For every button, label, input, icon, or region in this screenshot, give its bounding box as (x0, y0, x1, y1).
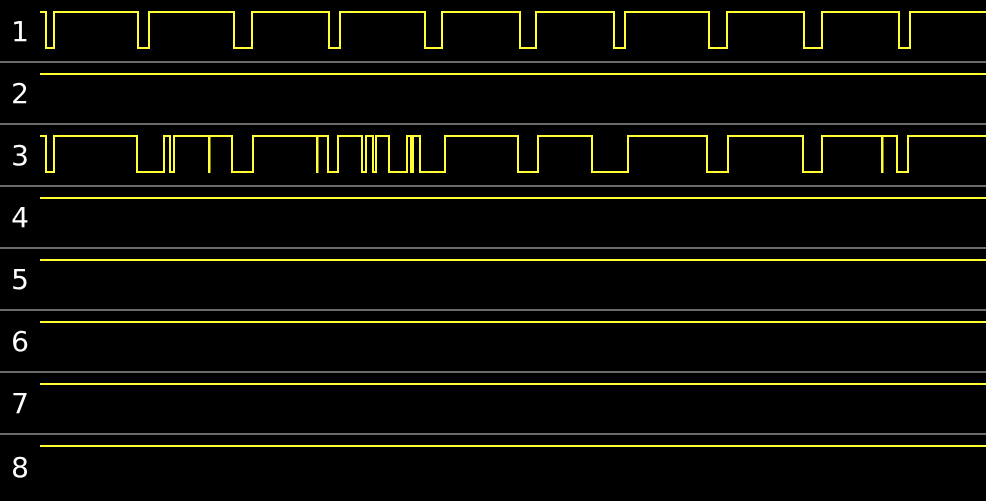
channel-4-label: 4 (11, 200, 29, 234)
channel-1-lane: 1 (0, 0, 986, 62)
channel-separator (0, 371, 986, 373)
channel-8-lane: 8 (0, 434, 986, 501)
channel-5-label: 5 (11, 262, 29, 296)
channel-4-trace (40, 197, 986, 199)
channel-4-lane: 4 (0, 186, 986, 248)
channel-3-trace (40, 135, 986, 173)
channel-6-trace (40, 321, 986, 323)
channel-7-trace (40, 383, 986, 385)
channel-8-trace (40, 445, 986, 447)
channel-1-label: 1 (11, 14, 29, 48)
signal-waveform (40, 11, 986, 49)
channel-2-lane: 2 (0, 62, 986, 124)
channel-8-label: 8 (11, 451, 29, 484)
channel-2-trace (40, 73, 986, 75)
channel-separator (0, 433, 986, 435)
channel-3-label: 3 (11, 138, 29, 172)
channel-7-lane: 7 (0, 372, 986, 434)
channel-2-label: 2 (11, 76, 29, 110)
channel-separator (0, 185, 986, 187)
channel-3-lane: 3 (0, 124, 986, 186)
channel-6-lane: 6 (0, 310, 986, 372)
channel-5-lane: 5 (0, 248, 986, 310)
channel-1-trace (40, 11, 986, 49)
channel-5-trace (40, 259, 986, 261)
channel-separator (0, 61, 986, 63)
channel-separator (0, 247, 986, 249)
signal-waveform (40, 135, 986, 173)
channel-7-label: 7 (11, 386, 29, 420)
channel-6-label: 6 (11, 324, 29, 358)
channel-separator (0, 123, 986, 125)
channel-separator (0, 309, 986, 311)
